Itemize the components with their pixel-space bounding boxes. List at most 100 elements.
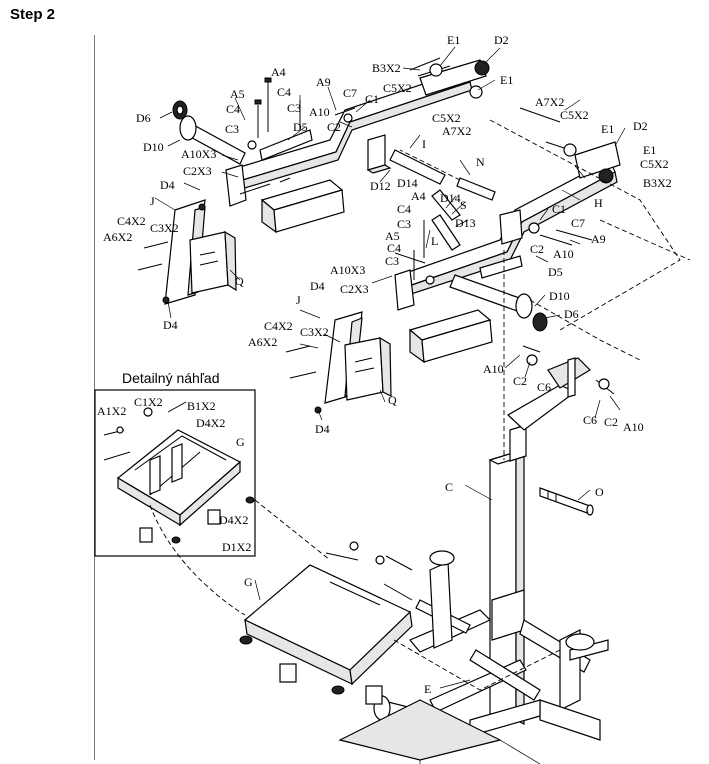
label-c2: C2	[604, 415, 618, 429]
label-b1x2: B1X2	[187, 399, 216, 413]
label-g: G	[244, 575, 253, 589]
hinge-assembly-l	[389, 149, 496, 251]
label-d14: D14	[397, 176, 418, 190]
label-c3: C3	[225, 122, 239, 136]
label-i: I	[422, 137, 426, 151]
label-q: Q	[235, 274, 244, 288]
label-c2x3: C2X3	[340, 282, 369, 296]
label-d10: D10	[143, 140, 164, 154]
label-a4: A4	[411, 189, 426, 203]
base-frame-e	[338, 550, 609, 764]
label-c4: C4	[226, 102, 240, 116]
label-c1: C1	[365, 92, 379, 106]
label-d4x2: D4X2	[196, 416, 225, 430]
label-c4x2: C4X2	[117, 214, 146, 228]
label-b3x2: B3X2	[372, 61, 401, 75]
label-c7: C7	[343, 86, 357, 100]
label-j: J	[296, 293, 301, 307]
label-a1x2: A1X2	[97, 404, 126, 418]
label-c2: C2	[530, 242, 544, 256]
label-c2x3: C2X3	[183, 164, 212, 178]
label-d10: D10	[549, 289, 570, 303]
label-a9: A9	[316, 75, 331, 89]
label-c4: C4	[277, 85, 291, 99]
label-d13: D13	[455, 216, 476, 230]
label-a6x2: A6X2	[103, 230, 132, 244]
pin-o	[539, 487, 594, 516]
label-e1: E1	[500, 73, 513, 87]
label-a10: A10	[309, 105, 330, 119]
label-c2: C2	[513, 374, 527, 388]
label-a10x3: A10X3	[330, 263, 365, 277]
label-d1x2: D1X2	[222, 540, 251, 554]
label-a5: A5	[230, 87, 245, 101]
platform-g	[239, 564, 413, 705]
detail-title: Detailný náhľad	[122, 370, 220, 386]
label-l: L	[431, 234, 438, 248]
label-q: Q	[388, 393, 397, 407]
pad-block-top-left	[260, 179, 345, 234]
pad-block-middle	[408, 309, 493, 364]
label-c4: C4	[397, 202, 411, 216]
label-a10: A10	[483, 362, 504, 376]
label-c1x2: C1X2	[134, 395, 163, 409]
label-d5: D5	[548, 265, 563, 279]
label-c3: C3	[287, 101, 301, 115]
grip-handle-d10-left	[172, 100, 313, 165]
label-d4: D4	[310, 279, 325, 293]
detail-inset	[94, 389, 256, 557]
label-o: O	[595, 485, 604, 499]
upright-post-c	[488, 357, 591, 729]
leader-lines	[154, 46, 626, 689]
label-c: C	[445, 480, 453, 494]
pad-bracket-j-left	[164, 199, 237, 305]
assembly-guides	[149, 119, 691, 691]
label-c3x2: C3X2	[300, 325, 329, 339]
label-c3: C3	[397, 217, 411, 231]
label-a7x2: A7X2	[442, 124, 471, 138]
label-d6: D6	[564, 307, 579, 321]
label-c5x2: C5X2	[383, 81, 412, 95]
hardware-bolts	[103, 57, 615, 601]
label-a9: A9	[591, 232, 606, 246]
label-d2: D2	[494, 33, 509, 47]
label-d4x2: D4X2	[219, 513, 248, 527]
label-a6x2: A6X2	[248, 335, 277, 349]
label-d12: D12	[370, 179, 391, 193]
label-e: E	[424, 682, 431, 696]
label-e1: E1	[601, 122, 614, 136]
label-a7x2: A7X2	[535, 95, 564, 109]
label-c4x2: C4X2	[264, 319, 293, 333]
label-a10: A10	[553, 247, 574, 261]
label-s: S	[460, 198, 467, 212]
label-c3: C3	[385, 254, 399, 268]
label-c5x2: C5X2	[432, 111, 461, 125]
label-d4: D4	[160, 178, 175, 192]
part-labels: E1 D2 B3X2 E1 C5X2 A4 A9 C4 C7 A5 C1 C3 …	[97, 33, 672, 696]
label-a10: A10	[623, 420, 644, 434]
label-c5x2: C5X2	[640, 157, 669, 171]
label-g: G	[236, 435, 245, 449]
label-a10x3: A10X3	[181, 147, 216, 161]
label-n: N	[476, 155, 485, 169]
label-e1: E1	[643, 143, 656, 157]
label-d2: D2	[633, 119, 648, 133]
label-d6: D6	[136, 111, 151, 125]
label-e1: E1	[447, 33, 460, 47]
label-c1: C1	[552, 202, 566, 216]
label-j: J	[150, 194, 155, 208]
label-c6: C6	[537, 380, 551, 394]
label-c4: C4	[387, 241, 401, 255]
label-d5: D5	[293, 120, 308, 134]
step-title: Step 2	[10, 6, 56, 23]
label-d14: D14	[440, 191, 461, 205]
label-c2: C2	[327, 120, 341, 134]
grip-handle-d10-right	[449, 255, 548, 332]
label-c7: C7	[571, 216, 585, 230]
label-b3x2: B3X2	[643, 176, 672, 190]
label-h: H	[594, 196, 603, 210]
pad-bracket-j-right	[324, 311, 392, 404]
label-c3x2: C3X2	[150, 221, 179, 235]
label-a4: A4	[271, 65, 286, 79]
